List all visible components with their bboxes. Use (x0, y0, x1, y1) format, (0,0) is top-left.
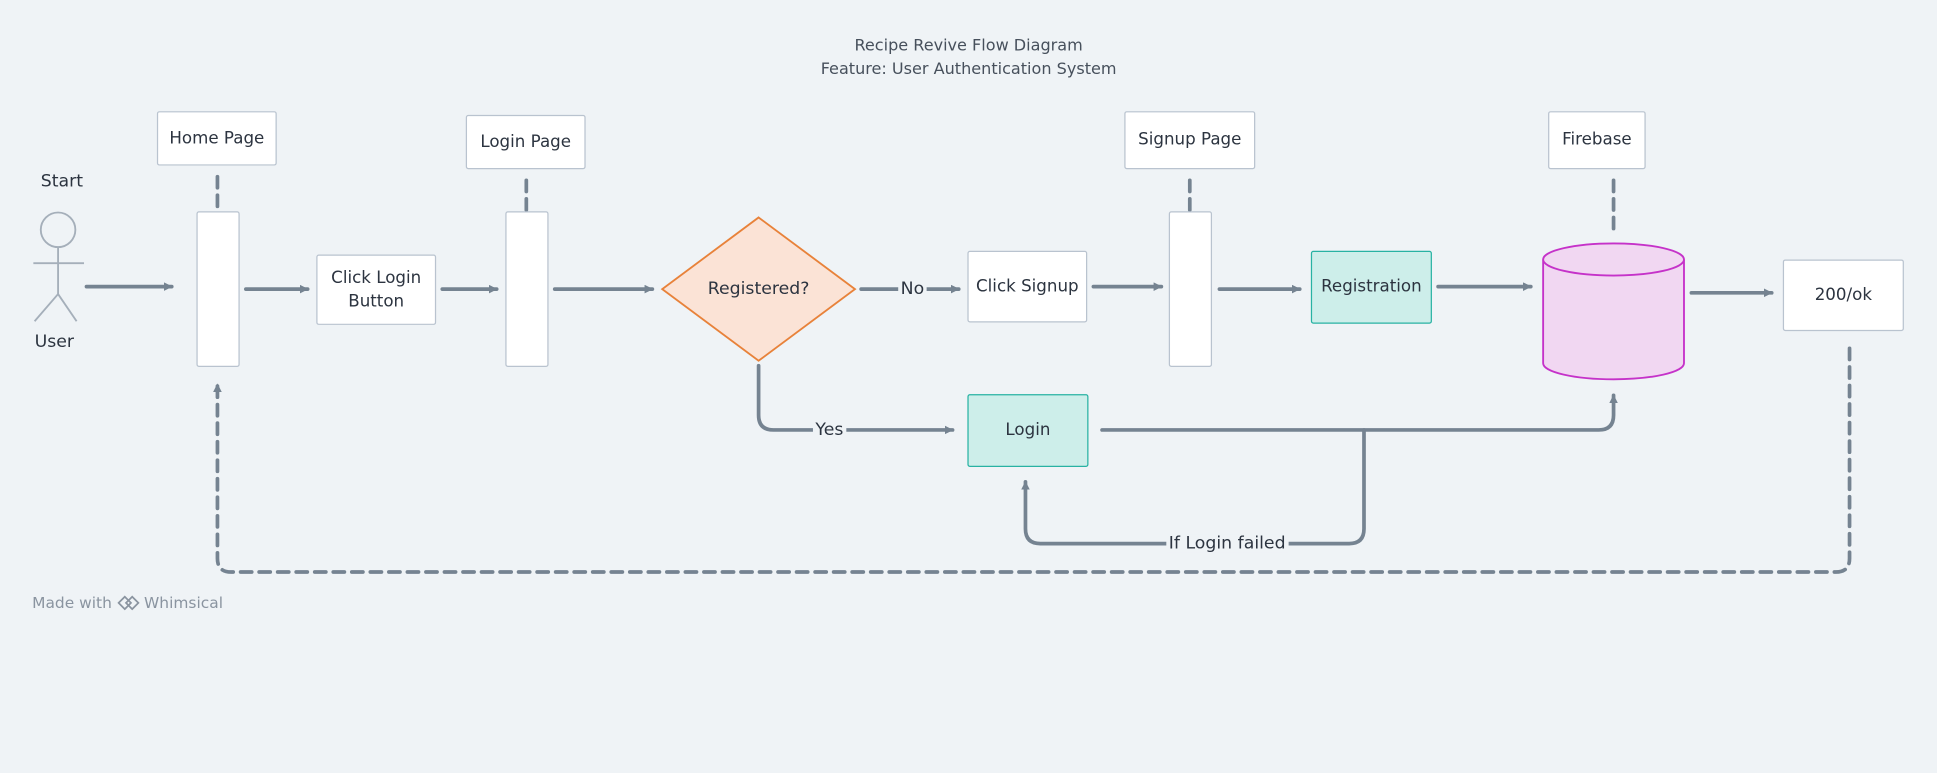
diagram-title: Recipe Revive Flow Diagram (854, 37, 1083, 56)
login-page-lifeline (505, 211, 549, 367)
registration-label: Registration (1321, 276, 1422, 297)
click-login-button-label: Click Login Button (331, 267, 422, 311)
firebase-node[interactable]: Firebase (1548, 111, 1646, 170)
click-login-button-node[interactable]: Click Login Button (316, 254, 437, 325)
ok-response-label: 200/ok (1814, 284, 1873, 305)
firebase-label: Firebase (1562, 129, 1632, 150)
user-actor-icon (33, 211, 85, 322)
login-node[interactable]: Login (967, 394, 1089, 468)
made-with-text: Made with (32, 593, 112, 612)
edge-label-yes: Yes (812, 421, 846, 439)
home-page-lifeline (196, 211, 240, 367)
login-page-node[interactable]: Login Page (465, 114, 586, 170)
diagram-subtitle: Feature: User Authentication System (820, 60, 1117, 80)
actor-user-label: User (34, 332, 75, 353)
made-with-footer[interactable]: Made with Whimsical (32, 593, 223, 612)
signup-page-node[interactable]: Signup Page (1124, 111, 1256, 170)
arrow-ok-return-to-home (213, 346, 1852, 574)
edge-label-no: No (898, 280, 927, 298)
signup-page-lifeline (1168, 211, 1213, 367)
login-page-label: Login Page (480, 131, 572, 152)
home-page-label: Home Page (169, 127, 265, 148)
whimsical-brand-text: Whimsical (144, 593, 224, 612)
edge-label-login-failed: If Login failed (1166, 535, 1289, 553)
whimsical-logo-icon (116, 594, 140, 610)
firebase-database-shape (1542, 242, 1685, 381)
click-signup-node[interactable]: Click Signup (967, 250, 1088, 323)
registration-node[interactable]: Registration (1310, 250, 1432, 324)
arrow-login-to-firebase (1100, 393, 1618, 432)
signup-page-label: Signup Page (1138, 129, 1242, 150)
click-signup-label: Click Signup (976, 276, 1079, 296)
registered-decision-shape (660, 216, 857, 362)
login-label: Login (1005, 420, 1051, 440)
arrow-yes-to-login (756, 363, 955, 435)
home-page-node[interactable]: Home Page (156, 111, 277, 166)
ok-response-node[interactable]: 200/ok (1782, 259, 1904, 332)
actor-start-label: Start (40, 171, 84, 192)
registered-decision-label: Registered? (707, 279, 810, 299)
